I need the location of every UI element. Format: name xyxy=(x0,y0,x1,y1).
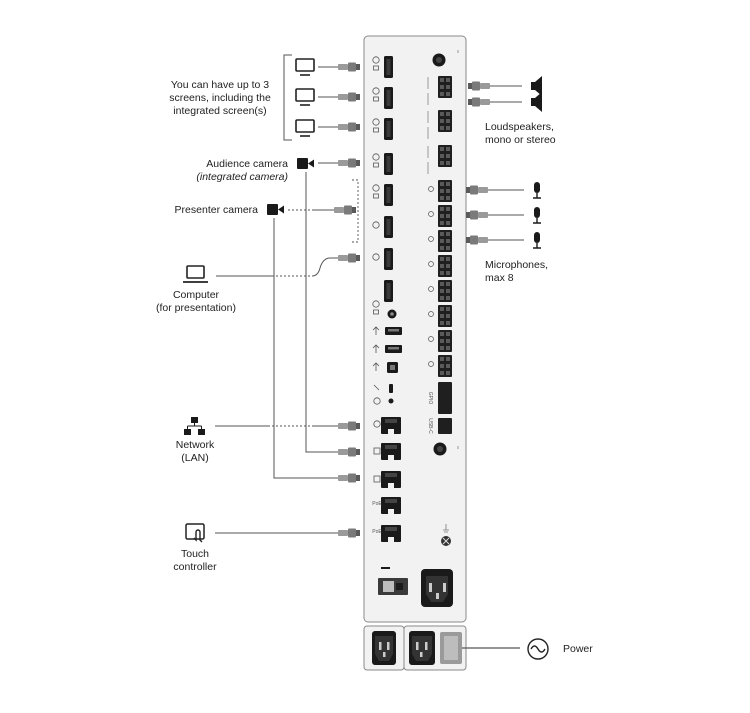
microphone-icon-2 xyxy=(533,207,541,224)
touch-label-line-2: controller xyxy=(173,561,217,573)
camera-input-bracket xyxy=(352,179,359,243)
ethernet-port-poe xyxy=(381,497,401,514)
hdmi-input-5 xyxy=(384,280,393,302)
port-glyphs-left xyxy=(372,56,380,315)
top-round-connector xyxy=(432,53,446,67)
screens-bracket xyxy=(283,54,292,141)
loudspeaker-icon-1 xyxy=(531,76,542,96)
hdmi-output-3 xyxy=(384,118,393,140)
power-ac-icon xyxy=(527,638,549,660)
loudspeaker-icon-2 xyxy=(531,92,542,112)
audience-camera-note: (integrated camera) xyxy=(196,171,288,183)
presenter-camera-label: Presenter camera xyxy=(174,204,258,216)
hdmi-input-2 xyxy=(384,184,393,206)
microphones-label-line-1: Microphones, xyxy=(485,259,549,271)
loudspeakers-label-line-2: mono or stereo xyxy=(485,134,556,146)
screen-cables xyxy=(318,62,360,132)
loudspeakers-label-line-1: Loudspeakers, xyxy=(485,121,554,133)
audio-terminal-group xyxy=(438,76,452,434)
audience-camera-title: Audience camera xyxy=(206,158,288,170)
touch-controller-cable xyxy=(215,528,360,538)
power-switch xyxy=(378,567,408,595)
usb-a-ports xyxy=(372,326,402,353)
screen-icon-3 xyxy=(295,119,315,137)
gpio-label: GPIO xyxy=(427,392,433,405)
touch-label-line-1: Touch xyxy=(180,548,210,560)
usb-b-port xyxy=(372,362,398,373)
ethernet-port-camera-1 xyxy=(381,443,401,460)
hdmi-input-4 xyxy=(384,248,393,270)
computer-label-line-1: Computer xyxy=(172,289,220,301)
touch-controller-label: Touch controller xyxy=(165,548,225,574)
power-supply-unit xyxy=(363,625,520,671)
screen-icon-1 xyxy=(295,58,315,76)
loudspeakers-label: Loudspeakers, mono or stereo xyxy=(485,121,595,147)
power-inlet xyxy=(421,569,453,607)
hdmi-input-3 xyxy=(384,216,393,238)
presenter-camera-cables xyxy=(273,205,360,483)
hdmi-input-1 xyxy=(384,153,393,175)
bottom-round-connector xyxy=(433,442,447,456)
audio-jack xyxy=(387,309,397,319)
computer-label: Computer (for presentation) xyxy=(146,289,246,315)
screens-label-line-2: screens, including the xyxy=(169,92,271,104)
network-cable xyxy=(215,421,360,431)
hdmi-output-2 xyxy=(384,87,393,109)
network-label-line-2: (LAN) xyxy=(181,452,209,464)
presenter-camera-icon xyxy=(267,204,284,215)
audience-camera-cables xyxy=(305,158,360,457)
screens-label-line-1: You can have up to 3 xyxy=(170,79,270,91)
audience-camera-label: Audience camera (integrated camera) xyxy=(180,158,288,184)
microphone-icon-1 xyxy=(533,182,541,199)
loudspeaker-cables xyxy=(468,81,522,107)
screens-label: You can have up to 3 screens, including … xyxy=(160,79,280,118)
ethernet-port-touch xyxy=(381,525,401,542)
network-label: Network (LAN) xyxy=(165,439,225,465)
laptop-icon xyxy=(183,265,208,283)
computer-label-line-2: (for presentation) xyxy=(156,302,236,314)
ethernet-port-network xyxy=(381,417,401,434)
microphones-label-line-2: max 8 xyxy=(485,272,514,284)
codec-rear-panel: PoE PoE xyxy=(363,35,467,623)
microphones-label: Microphones, max 8 xyxy=(485,259,585,285)
microphone-cables xyxy=(466,185,524,245)
poe-label-2: PoE xyxy=(372,529,382,535)
network-label-line-1: Network xyxy=(175,439,215,451)
service-buttons xyxy=(373,384,394,405)
audience-camera-icon xyxy=(297,158,314,169)
ground-screw xyxy=(441,524,451,546)
power-label: Power xyxy=(563,643,593,655)
port-glyphs-right: GPIO USB-C xyxy=(427,50,459,449)
hdmi-output-1 xyxy=(384,56,393,78)
microphone-icon-3 xyxy=(533,232,541,249)
usb-c-label: USB-C xyxy=(427,418,433,434)
touch-controller-icon xyxy=(185,523,205,543)
screens-label-line-3: integrated screen(s) xyxy=(173,105,267,117)
poe-label-1: PoE xyxy=(372,501,382,507)
screen-icon-2 xyxy=(295,88,315,106)
network-icon xyxy=(184,417,205,435)
computer-cable xyxy=(216,253,360,277)
ethernet-port-camera-2 xyxy=(381,471,401,488)
ethernet-ports: PoE PoE xyxy=(372,417,401,542)
